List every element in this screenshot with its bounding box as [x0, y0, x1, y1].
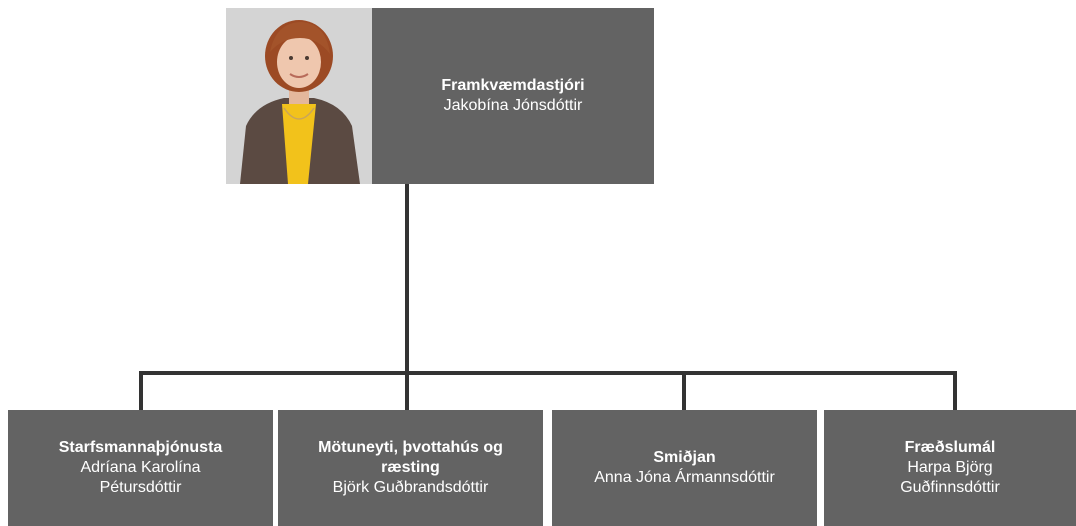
connector-drop-4 — [953, 371, 957, 411]
department-name: Anna Jóna Ármannsdóttir — [594, 469, 775, 486]
department-box-fraedslumal: Fræðslumál Harpa Björg Guðfinnsdóttir — [824, 410, 1076, 526]
connector-drop-2 — [405, 371, 409, 411]
top-name: Jakobína Jónsdóttir — [443, 97, 583, 114]
connector-vertical-main — [405, 184, 409, 374]
department-box-starfsmannathjonusta: Starfsmannaþjónusta Adríana Karolína Pét… — [8, 410, 273, 526]
top-title: Framkvæmdastjóri — [441, 77, 585, 94]
department-box-smidjan: Smiðjan Anna Jóna Ármannsdóttir — [552, 410, 817, 526]
connector-drop-3 — [682, 371, 686, 411]
department-name: Harpa Björg Guðfinnsdóttir — [900, 459, 1000, 496]
manager-photo — [226, 8, 372, 184]
department-title: Smiðjan — [653, 449, 716, 466]
department-name: Björk Guðbrandsdóttir — [332, 479, 489, 496]
top-box-framkvaemdastjori: Framkvæmdastjóri Jakobína Jónsdóttir — [372, 8, 654, 184]
department-name: Adríana Karolína Pétursdóttir — [80, 459, 201, 496]
department-title: Mötuneyti, þvottahús og ræsting — [318, 439, 503, 476]
department-title: Fræðslumál — [904, 439, 996, 456]
portrait-image — [226, 8, 372, 184]
connector-drop-1 — [139, 371, 143, 411]
department-box-motuneyti: Mötuneyti, þvottahús og ræsting Björk Gu… — [278, 410, 543, 526]
connector-horizontal — [139, 371, 957, 375]
department-title: Starfsmannaþjónusta — [58, 439, 223, 456]
